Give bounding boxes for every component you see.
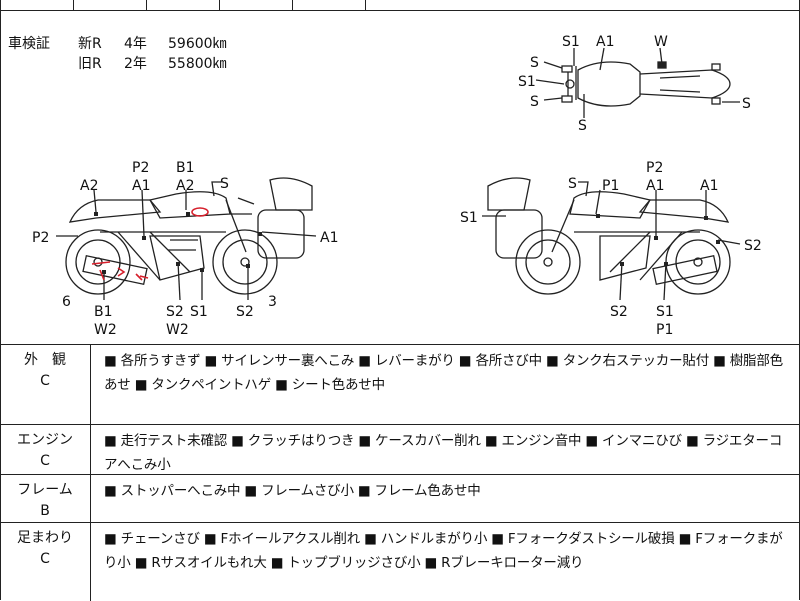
inspection-type: 新R [78,36,102,52]
inspection-years: 2年 [124,56,147,72]
table-row: フレーム B ■ ストッパーへこみ中 ■ フレームさび小 ■ フレーム色あせ中 [0,474,800,523]
diagram-label: 3 [268,294,277,310]
diagram-label: S2 [744,238,762,254]
diagram-label: A1 [596,34,614,50]
diagram-label: A1 [646,178,664,194]
top-grid-fragment [0,0,800,11]
category-cell: エンジン C [0,425,91,475]
category-name: エンジン [17,432,73,448]
motorcycle-left-view [65,177,313,295]
diagram-label: P1 [656,322,673,338]
diagram-label: S [220,176,229,192]
table-row: 外 観 C ■ 各所うすきず ■ サイレンサー裏へこみ ■ レバーまがり ■ 各… [0,344,800,425]
diagram-label: S2 [610,304,628,320]
inspection-years: 4年 [124,36,147,52]
inspection-row-new: 新R 4年 59600㎞ [78,34,227,54]
category-grade: C [40,551,50,567]
diagram-label: A2 [176,178,194,194]
table-row: 足まわり C ■ チェーンさび ■ Fホイールアクスル削れ ■ ハンドルまがり小… [0,522,800,601]
top-view-labels: S1 A1 W S S1 S S S [518,34,751,134]
category-cell: 足まわり C [0,523,91,601]
diagram-label: A1 [132,178,150,194]
diagram-label: S1 [562,34,580,50]
diagram-label: 6 [62,294,71,310]
inspection-label: 車検証 [8,36,50,52]
diagram-label: S2 [236,304,254,320]
diagram-label: W [654,34,668,50]
diagram-label: S1 [190,304,208,320]
diagram-label: W2 [94,322,117,338]
inspection-km: 59600㎞ [168,36,227,52]
red-hand-marks [91,207,209,281]
diagram-label: S [530,94,539,110]
inspection-type: 旧R [78,56,102,72]
category-cell: フレーム B [0,475,91,523]
sheet-border-left [0,0,1,600]
diagram-label: A2 [80,178,98,194]
category-name: 足まわり [17,530,73,546]
diagram-label: B1 [176,160,195,176]
table-row: エンジン C ■ 走行テスト未確認 ■ クラッチはりつき ■ ケースカバー削れ … [0,424,800,475]
leader-lines [56,47,741,301]
left-view-labels: P2 A1 B1 A2 S A2 P2 A1 6 B1 W2 S2 S1 W2 … [32,160,338,338]
grid-divider [292,0,293,10]
inspection-row-old: 旧R 2年 55800㎞ [78,54,227,74]
category-cell: 外 観 C [0,345,91,425]
diagram-label: S1 [656,304,674,320]
diagram-label: P2 [32,230,49,246]
motorcycle-top-view [561,61,731,112]
diagram-label: S1 [460,210,478,226]
diagram-label: S [742,96,751,112]
diagram-label: S [568,176,577,192]
grid-divider [219,0,220,10]
category-grade: B [40,503,50,519]
category-name: フレーム [17,482,73,498]
diagram-label: A1 [700,178,718,194]
inspection-km: 55800㎞ [168,56,227,72]
diagram-label: P2 [646,160,663,176]
diagram-label: S2 [166,304,184,320]
category-notes: ■ チェーンさび ■ Fホイールアクスル削れ ■ ハンドルまがり小 ■ Fフォー… [104,531,783,571]
diagram-label: B1 [94,304,113,320]
diagram-label: P2 [132,160,149,176]
category-notes: ■ 各所うすきず ■ サイレンサー裏へこみ ■ レバーまがり ■ 各所さび中 ■… [104,353,783,393]
damage-marks [94,212,720,274]
grid-divider [146,0,147,10]
right-view-labels: S P1 P2 A1 A1 S1 S2 S2 S1 P1 [460,160,762,338]
category-grade: C [40,373,50,389]
category-grade: C [40,453,50,469]
motorcycle-right-view [487,177,731,295]
diagram-label: W2 [166,322,189,338]
diagram-label: S [530,55,539,71]
diagram-label: P1 [602,178,619,194]
category-notes: ■ 走行テスト未確認 ■ クラッチはりつき ■ ケースカバー削れ ■ エンジン音… [104,433,783,473]
diagram-label: S1 [518,74,536,90]
grid-divider [73,0,74,10]
condition-table: 外 観 C ■ 各所うすきず ■ サイレンサー裏へこみ ■ レバーまがり ■ 各… [0,344,800,601]
grid-divider [365,0,366,10]
diagram-label: A1 [320,230,338,246]
category-name: 外 観 [24,352,66,368]
motorcycle-damage-diagram: S1 A1 W S S1 S S S P2 A1 B1 A2 S A2 P2 A… [32,34,762,338]
diagram-label: S [578,118,587,134]
category-notes: ■ ストッパーへこみ中 ■ フレームさび小 ■ フレーム色あせ中 [104,483,481,499]
